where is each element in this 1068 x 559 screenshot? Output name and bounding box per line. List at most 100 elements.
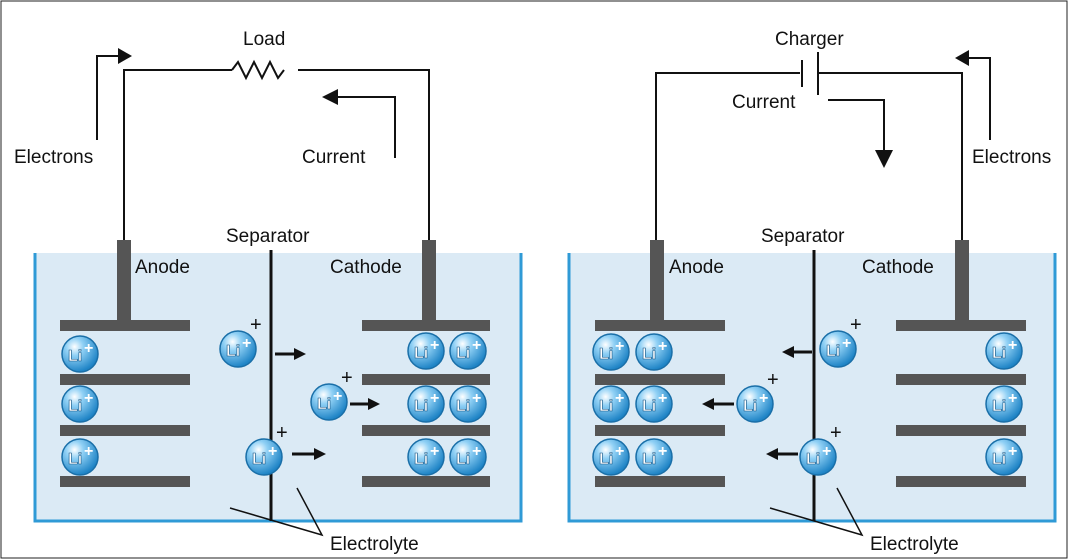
right-cathode-plate [896, 320, 1026, 331]
charger-label: Charger [775, 29, 844, 50]
ion-charge: + [1008, 443, 1017, 460]
right-electrons-arrow [968, 57, 991, 140]
ion-symbol: Li [68, 451, 82, 468]
left-electrons-label: Electrons [14, 147, 93, 168]
left-cathode-label: Cathode [330, 257, 402, 278]
right-cathode-plate [896, 374, 1026, 385]
ion-symbol: Li [599, 346, 613, 363]
ion-sphere [592, 385, 630, 423]
lithium-ion: Li+ [635, 438, 673, 476]
ion-charge: + [268, 443, 277, 460]
left-cathode-plate [362, 425, 490, 436]
ion-symbol: Li [456, 345, 470, 362]
ion-symbol: Li [414, 398, 428, 415]
ion-charge: + [842, 335, 851, 352]
ion-charge-outer: + [850, 314, 862, 336]
ion-sphere [635, 438, 673, 476]
ion-symbol: Li [992, 398, 1006, 415]
ion-symbol: Li [743, 398, 757, 415]
ion-charge: + [472, 337, 481, 354]
left-anode-plate [60, 320, 190, 331]
ion-charge: + [472, 443, 481, 460]
load-label: Load [243, 29, 285, 50]
ion-symbol: Li [599, 398, 613, 415]
ion-sphere [635, 333, 673, 371]
lithium-ion: Li+ [449, 385, 487, 423]
lithium-ion: Li+ [407, 385, 445, 423]
ion-symbol: Li [992, 451, 1006, 468]
lithium-ion: Li+ [61, 438, 99, 476]
ion-sphere [985, 438, 1023, 476]
ion-symbol: Li [68, 398, 82, 415]
right-ion-arrowhead [782, 346, 794, 358]
left-anode-label: Anode [135, 257, 190, 278]
ion-charge: + [822, 443, 831, 460]
right-separator-label: Separator [761, 226, 845, 247]
ion-charge: + [430, 337, 439, 354]
left-electrolyte-pointer [229, 487, 324, 537]
ion-charge: + [1008, 337, 1017, 354]
ion-symbol: Li [414, 345, 428, 362]
right-current-arrow [828, 99, 885, 150]
ion-sphere [407, 385, 445, 423]
ion-sphere [245, 438, 283, 476]
ion-charge: + [615, 338, 624, 355]
lithium-ion: Li++ [245, 422, 288, 476]
right-ion-arrowhead [766, 448, 778, 460]
right-anode-plate [595, 476, 725, 487]
left-ion-arrowhead [314, 448, 326, 460]
ion-charge: + [430, 390, 439, 407]
right-electrolyte-pointer [769, 487, 864, 537]
ion-sphere [985, 385, 1023, 423]
ion-symbol: Li [642, 346, 656, 363]
ion-charge: + [658, 338, 667, 355]
ion-charge: + [759, 390, 768, 407]
lithium-ions: Li+Li+Li+Li++Li++Li++Li+Li+Li+Li+Li+Li+L… [61, 314, 1023, 476]
lithium-ion: Li+ [592, 385, 630, 423]
ion-charge: + [615, 390, 624, 407]
lithium-ion: Li++ [819, 314, 862, 368]
lithium-ion: Li+ [985, 332, 1023, 370]
lithium-ion: Li++ [219, 314, 262, 368]
lithium-ion: Li+ [407, 332, 445, 370]
right-anode-rod [650, 240, 664, 324]
ion-sphere [985, 332, 1023, 370]
left-separator-label: Separator [226, 226, 310, 247]
lithium-ion: Li++ [799, 422, 842, 476]
left-cathode-plate [362, 476, 490, 487]
lithium-ion: Li+ [592, 438, 630, 476]
ion-sphere [449, 438, 487, 476]
right-anode-plate [595, 320, 725, 331]
ion-charge-outer: + [830, 422, 842, 444]
left-wire-cathode [298, 69, 430, 240]
ion-symbol: Li [317, 396, 331, 413]
ion-sphere [449, 332, 487, 370]
ion-charge: + [658, 390, 667, 407]
ion-symbol: Li [642, 398, 656, 415]
right-electrons-arrowhead [955, 50, 969, 66]
lithium-ion: Li+ [985, 385, 1023, 423]
ion-charge: + [333, 388, 342, 405]
ion-symbol: Li [456, 398, 470, 415]
lithium-ion: Li+ [449, 332, 487, 370]
lithium-ion: Li+ [61, 385, 99, 423]
right-wire-anode [655, 72, 800, 240]
left-wire-anode [123, 69, 232, 240]
ion-sphere [736, 385, 774, 423]
ion-sphere [310, 383, 348, 421]
left-electrons-arrowhead [118, 48, 132, 64]
right-current-label: Current [732, 92, 796, 113]
ion-sphere [635, 385, 673, 423]
ion-symbol: Li [826, 343, 840, 360]
lithium-ion: Li+ [407, 438, 445, 476]
right-anode-label: Anode [669, 257, 724, 278]
right-cathode-rod [955, 240, 969, 324]
right-cathode-plate [896, 476, 1026, 487]
left-current-arrow [337, 96, 396, 158]
left-current-arrowhead [322, 89, 338, 105]
ion-sphere [61, 335, 99, 373]
ion-sphere [449, 385, 487, 423]
ion-symbol: Li [226, 343, 240, 360]
